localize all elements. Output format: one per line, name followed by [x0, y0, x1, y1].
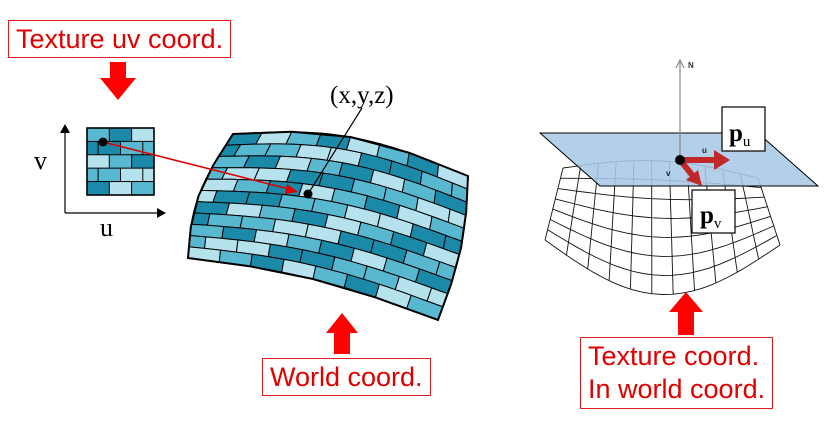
axis-u-label: u — [100, 213, 113, 242]
texture-in-world-caption: Texture coord. In world coord. — [580, 337, 774, 409]
surface-brick — [264, 143, 302, 158]
wire-line — [565, 165, 582, 256]
pu-label-box: pu — [721, 106, 766, 152]
texture-brick — [86, 181, 110, 196]
wire-line — [544, 239, 781, 295]
surface-brick — [188, 234, 207, 249]
world-coord-text: World coord. — [270, 362, 423, 392]
svg-text:pu: pu — [729, 120, 751, 150]
texture-brick — [108, 154, 133, 169]
uv-axes — [60, 124, 166, 218]
normal-n-label: N — [688, 61, 694, 70]
wire-line — [547, 229, 778, 276]
wire-line — [757, 177, 781, 246]
wire-line — [549, 218, 774, 257]
pv-sub: v — [714, 216, 722, 232]
surface-brick — [232, 178, 272, 194]
surface-border — [186, 130, 470, 322]
small-u-label: u — [702, 146, 707, 155]
point-xyz-label: (x,y,z) — [330, 82, 394, 109]
texture-coord-line1: Texture coord. — [588, 341, 760, 371]
texture-border — [86, 127, 155, 196]
pu-sub: u — [743, 134, 751, 150]
surface-point — [675, 155, 685, 165]
wire-line — [544, 167, 564, 241]
wire-line — [552, 208, 771, 238]
pu-vector — [680, 150, 730, 170]
wire-line — [739, 173, 760, 260]
texture-brick — [108, 181, 133, 196]
texture-brick — [131, 154, 155, 169]
xyz-leader-line — [307, 107, 363, 195]
texture-uv-coord-caption: Texture uv coord. — [8, 20, 232, 58]
pv-label-box: pv — [691, 189, 736, 234]
texture-uv-coord-text: Texture uv coord. — [16, 24, 224, 54]
surface-brick — [242, 155, 282, 170]
small-v-label: v — [666, 169, 671, 178]
world-coord-caption: World coord. — [262, 358, 431, 396]
uv-to-world-mapping-arrow — [102, 141, 298, 194]
texture-brick — [120, 167, 144, 183]
up-arrow-world — [326, 313, 358, 354]
down-arrow-uv — [100, 62, 136, 100]
svg-text:pv: pv — [700, 202, 722, 232]
axis-v-label: v — [34, 146, 47, 175]
texture-brick — [131, 127, 155, 142]
texture-brick — [131, 181, 155, 196]
texture-brick — [108, 127, 133, 142]
texture-brick — [86, 140, 99, 156]
texture-coord-line2: In world coord. — [588, 374, 766, 404]
up-arrow-texture — [669, 292, 703, 335]
world-surface — [186, 130, 470, 322]
uv-point — [98, 137, 108, 147]
texture-brick — [86, 167, 99, 183]
texture-image — [86, 127, 155, 196]
texture-brick — [120, 140, 144, 156]
texture-brick — [142, 167, 155, 183]
pv-main: p — [700, 202, 714, 229]
pu-main: p — [729, 120, 743, 147]
texture-brick — [86, 154, 110, 169]
texture-brick — [97, 167, 121, 183]
normal-vector — [675, 58, 685, 160]
